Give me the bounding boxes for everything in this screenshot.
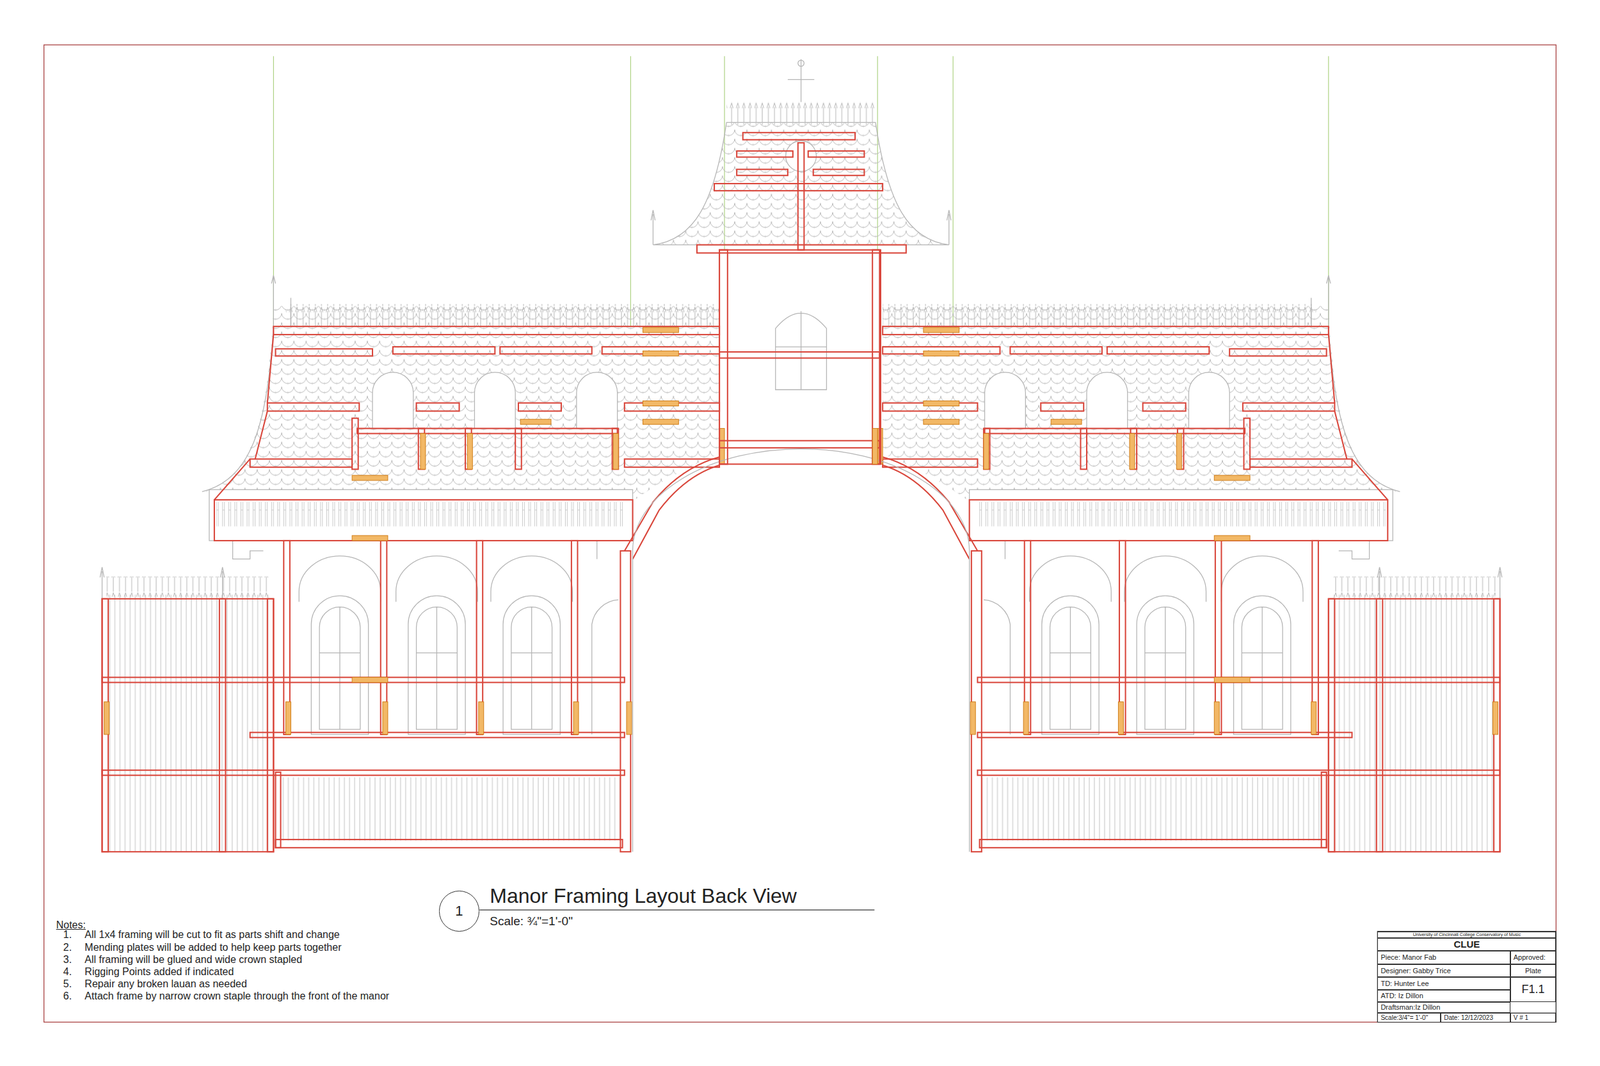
- scale-note: Scale: ¾"=1'-0": [489, 914, 573, 929]
- cell-text: Plate: [1525, 967, 1542, 975]
- drawing-title: Manor Framing Layout Back View: [489, 884, 797, 909]
- rigging-lines: [273, 56, 1328, 327]
- note-number: 1.: [63, 929, 72, 941]
- manor-right: [877, 275, 1503, 852]
- atd-cell: ATD: Iz Dillon: [1377, 990, 1510, 1003]
- cell-text: 1: [455, 903, 463, 920]
- approved-cell: Approved:: [1510, 951, 1557, 965]
- cell-text: Draftsman:Iz Dillon: [1380, 1003, 1440, 1012]
- title-underline: [479, 909, 875, 911]
- piece-cell: Piece: Manor Fab: [1377, 951, 1510, 965]
- note-text: All framing will be glued and wide crown…: [84, 954, 303, 966]
- cell-text: Piece: Manor Fab: [1380, 953, 1437, 962]
- sheet-border: [44, 44, 1557, 1023]
- cell-text: CLUE: [1454, 939, 1481, 951]
- title-block-cell: [1510, 1002, 1557, 1014]
- callout-number: 1: [439, 890, 480, 932]
- note-number: 4.: [63, 966, 72, 978]
- note-text: Mending plates will be added to help kee…: [84, 942, 342, 954]
- scale-cell: Scale:3/4"= 1'-0": [1377, 1013, 1441, 1023]
- version-cell: V # 1: [1510, 1013, 1557, 1023]
- show-title: CLUE: [1377, 938, 1556, 952]
- cell-text: Designer: Gabby Trice: [1380, 967, 1451, 975]
- manor-center: [632, 58, 970, 852]
- cell-text: University of Cincinnati College Conserv…: [1413, 932, 1521, 938]
- td-cell: TD: Hunter Lee: [1377, 977, 1510, 990]
- cell-text: Date: 12/12/2023: [1443, 1014, 1494, 1022]
- plate-number: F1.1: [1510, 977, 1557, 1002]
- cell-text: F1.1: [1521, 983, 1545, 997]
- note-number: 2.: [63, 942, 72, 954]
- draftsman-cell: Draftsman:Iz Dillon: [1377, 1002, 1510, 1014]
- note-number: 5.: [63, 978, 72, 991]
- cell-text: Approved:: [1513, 953, 1546, 962]
- manor-left: [99, 275, 725, 852]
- school-name: University of Cincinnati College Conserv…: [1377, 931, 1556, 939]
- cell-text: ATD: Iz Dillon: [1380, 992, 1423, 1000]
- note-number: 3.: [63, 954, 72, 966]
- cell-text: V # 1: [1513, 1014, 1529, 1022]
- date-cell: Date: 12/12/2023: [1440, 1013, 1510, 1023]
- cell-text: TD: Hunter Lee: [1380, 979, 1429, 988]
- plate-cell: Plate: [1510, 964, 1557, 978]
- notes-heading: Notes:: [56, 919, 86, 932]
- note-text: Attach frame by narrow crown staple thro…: [84, 990, 390, 1003]
- note-text: All 1x4 framing will be cut to fit as pa…: [84, 929, 340, 941]
- note-text: Rigging Points added if indicated: [84, 966, 234, 978]
- title-block-frame: [1377, 931, 1556, 1023]
- note-text: Repair any broken lauan as needed: [84, 978, 248, 991]
- note-number: 6.: [63, 990, 72, 1003]
- designer-cell: Designer: Gabby Trice: [1377, 964, 1510, 978]
- cell-text: Scale:3/4"= 1'-0": [1380, 1014, 1428, 1022]
